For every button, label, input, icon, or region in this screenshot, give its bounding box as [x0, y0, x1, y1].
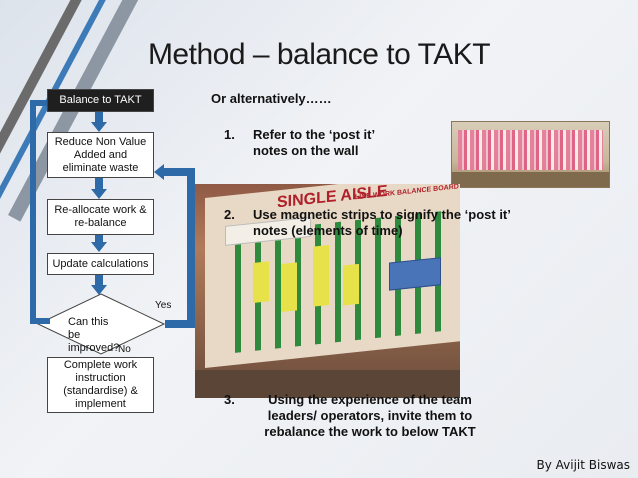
flow-start-box: Balance to TAKT [47, 89, 154, 112]
arrow-shaft-4 [95, 275, 103, 286]
no-label: No [118, 344, 131, 355]
arrow-shaft-1 [95, 112, 103, 123]
slide-title: Method – balance to TAKT [147, 38, 491, 71]
flow-end-box: Complete work instruction (standardise) … [47, 357, 154, 413]
flow-step1-label: Reduce Non Value Added and eliminate was… [54, 135, 147, 174]
flow-step2-label: Re-allocate work & re-balance [54, 204, 147, 229]
left-loop-vertical [30, 100, 36, 324]
arrow-shaft-3 [95, 235, 103, 243]
item2-text: Use magnetic strips to signify the ‘post… [253, 207, 511, 238]
flow-start-label: Balance to TAKT [59, 94, 142, 106]
decision-label: Can this be improved? [68, 316, 120, 354]
item2-number: 2. [224, 207, 235, 222]
arrow-head-4 [91, 285, 107, 295]
left-loop-bottom [30, 318, 50, 324]
item3-text: Using the experience of the team leaders… [264, 392, 476, 439]
left-loop-top [30, 100, 47, 106]
arrow-shaft-2 [95, 178, 103, 190]
arrow-head-1 [91, 122, 107, 132]
flow-step3-box: Update calculations [47, 253, 154, 275]
yes-loop-horizontal [165, 320, 195, 328]
intro-text: Or alternatively…… [211, 91, 332, 106]
author-credit: By Avijit Biswas [536, 458, 630, 472]
item1-text: Refer to the ‘post it’ notes on the wall [253, 127, 375, 158]
yes-loop-vertical [187, 168, 195, 328]
arrow-head-3 [91, 242, 107, 252]
arrow-head-2 [91, 189, 107, 199]
flow-step3-label: Update calculations [52, 257, 149, 270]
balance-board-photo: SINGLE AISLE LINE WORK BALANCE BOARD [195, 184, 460, 398]
flow-step2-box: Re-allocate work & re-balance [47, 199, 154, 235]
item3-number: 3. [224, 392, 235, 407]
flow-step1-box: Reduce Non Value Added and eliminate was… [47, 132, 154, 178]
yes-loop-arrowhead [154, 164, 164, 180]
decision-diamond [36, 293, 166, 355]
item1-number: 1. [224, 127, 235, 142]
yes-label: Yes [155, 300, 172, 311]
yes-loop-top [162, 168, 195, 176]
flow-end-label: Complete work instruction (standardise) … [63, 359, 138, 410]
post-it-wall-photo [451, 121, 610, 188]
